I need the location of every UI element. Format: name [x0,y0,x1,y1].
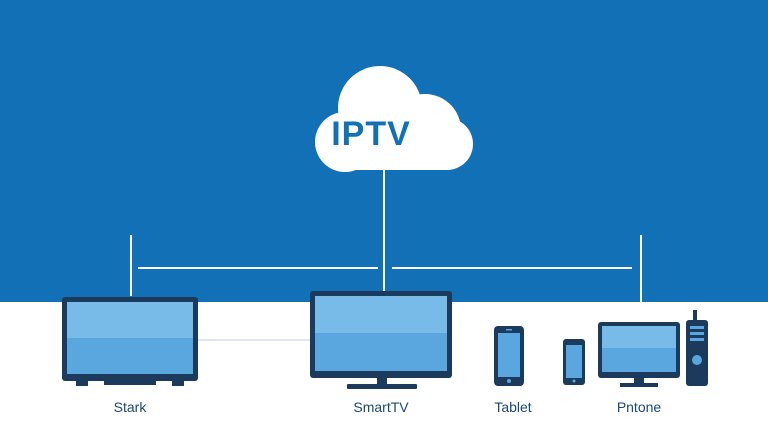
tv-icon [310,291,452,389]
desktop-monitor-icon [598,322,680,387]
device-label-stark: Stark [113,399,147,415]
cloud-label: IPTV [331,115,411,153]
device-label-tablet: Tablet [494,399,532,415]
monitor-icon [62,297,198,386]
cloud-icon [315,66,473,172]
phone-icon [563,339,585,385]
device-label-phone: Pntone [616,399,662,415]
device-label-smarttv: SmartTV [353,399,409,415]
desktop-phone-icon [686,310,708,386]
connector-lines [130,170,642,322]
tablet-icon [494,326,524,386]
